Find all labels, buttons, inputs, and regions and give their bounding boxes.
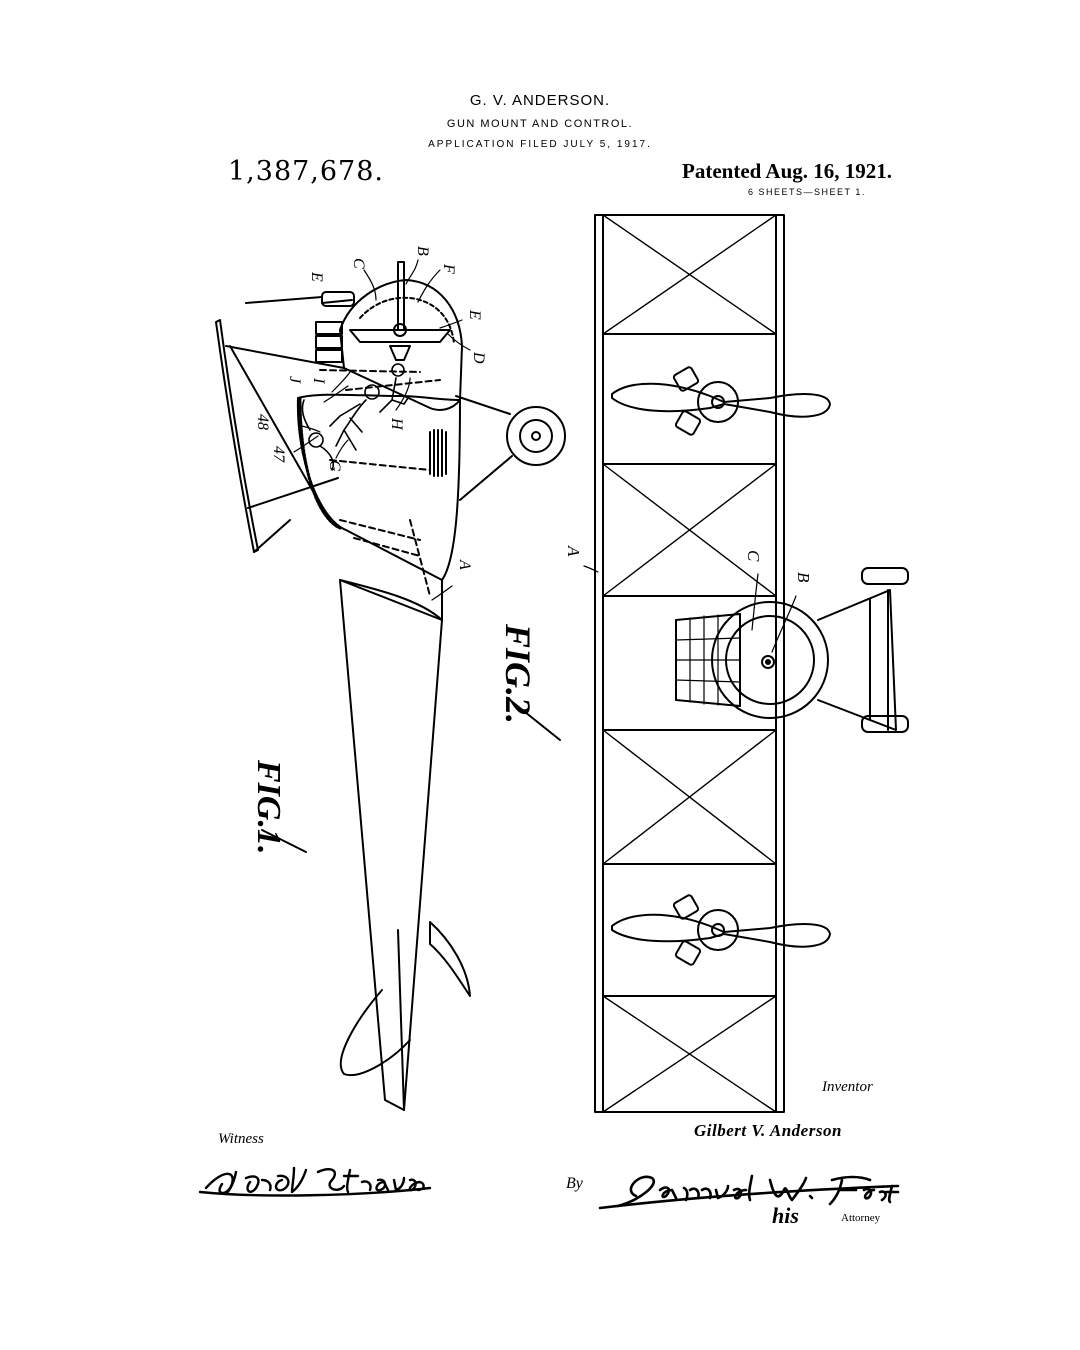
ref-h: H — [388, 417, 405, 431]
fig1-cockpit-body — [296, 393, 461, 581]
fig2-spinner-top — [711, 395, 725, 409]
fig1-cockpit-rim — [298, 396, 342, 530]
fig2-wheel-bottom — [861, 715, 909, 733]
ref-d: D — [470, 351, 487, 364]
ref2-a: A — [564, 545, 583, 557]
inventor-label: Inventor — [822, 1079, 873, 1095]
fig1-gun-yoke — [389, 345, 411, 361]
fig2-cylinder — [674, 940, 702, 966]
inventor-name: Gilbert V. Anderson — [694, 1121, 842, 1140]
fig2-hub-top — [697, 381, 739, 423]
ref-c: C — [350, 258, 367, 269]
fig1-struts — [225, 345, 345, 553]
fig2-gun-center — [761, 655, 775, 669]
fig1-hidden-lines — [319, 369, 441, 597]
fig1-fuselage-joint — [339, 579, 443, 621]
fig1-engine-cylinder — [315, 321, 343, 335]
fig2-engine-top — [611, 366, 831, 436]
fig2-gun-muzzle — [765, 659, 771, 665]
ref-f: F — [440, 263, 457, 274]
witness-signature — [198, 1166, 432, 1197]
ref-b: B — [414, 246, 431, 256]
ref-j: J — [286, 376, 303, 384]
fig1-engine-cylinder — [315, 349, 343, 363]
fig1-nose-inner — [359, 296, 455, 345]
fig2-engine-cowl — [711, 601, 829, 719]
fig1-tail-plane — [339, 989, 411, 1077]
fig2-hub-bottom — [697, 909, 739, 951]
fig1-wheel — [506, 406, 566, 466]
fig1-gun-pivot — [393, 323, 407, 337]
fig1-aircraft-side-view — [215, 259, 566, 1111]
patent-number: 1,387,678. — [228, 156, 384, 187]
sheet-count: 6 SHEETS—SHEET 1. — [748, 187, 866, 197]
his-label: his — [772, 1203, 799, 1228]
fig2-propeller-top — [611, 382, 831, 418]
fig2-label-underline — [509, 699, 561, 741]
fig1-label-underline — [261, 829, 307, 853]
fig2-wheel-top — [861, 567, 909, 585]
fig2-engine-ring — [725, 615, 815, 705]
fig1-wheel-hub — [519, 419, 553, 453]
ref-i: I — [310, 377, 327, 384]
fig2-bracing-wires — [602, 214, 777, 1113]
fig1-louvers — [429, 429, 447, 477]
fig1-fuselage — [339, 579, 443, 1111]
fig1-propeller — [245, 296, 353, 304]
ref-g: G — [326, 460, 343, 472]
fig2-engine-bottom — [611, 894, 831, 966]
fig1-label: FIG.1. — [250, 759, 307, 854]
fig1-gear-struts — [455, 395, 513, 501]
ref2-c: C — [744, 550, 763, 562]
fig2-label-text: FIG.2. — [498, 623, 538, 724]
by-label: By — [566, 1175, 583, 1192]
fig1-tail-fin — [215, 319, 259, 553]
ref-e-top: E — [308, 271, 325, 282]
patent-subtitle: GUN MOUNT AND CONTROL. — [446, 118, 634, 130]
fig2-reference-letters: C B A — [564, 545, 813, 583]
ref-e: E — [466, 309, 483, 320]
ref-a: A — [456, 559, 473, 570]
fig2-landing-gear — [817, 589, 897, 731]
fig2-upper-wing-edge — [775, 214, 785, 1113]
fig1-propeller-hub — [321, 291, 355, 307]
fig2-propeller-bottom — [611, 913, 831, 948]
fig1-nose-cowl — [339, 279, 463, 411]
fig1-leader-lines — [293, 259, 471, 601]
patent-title: G. V. ANDERSON. — [469, 92, 611, 109]
fig1-gun-mount — [349, 261, 451, 343]
ref-48: 48 — [254, 414, 271, 430]
fig2-label: FIG.2. — [498, 623, 561, 741]
fig2-wing-ribs — [602, 214, 777, 1113]
fig2-cylinder — [674, 410, 702, 436]
fig2-spinner-bottom — [711, 923, 725, 937]
fig2-lower-wing-edge — [594, 214, 604, 1113]
fig1-wheel-axle — [531, 431, 541, 441]
ref2-b: B — [794, 572, 813, 583]
patented-date: Patented Aug. 16, 1921. — [682, 159, 892, 183]
fig1-tail-post — [397, 929, 405, 1111]
fig1-skid — [429, 921, 471, 997]
fig2-cockpit-grid — [675, 614, 741, 706]
fig2-cylinder — [672, 894, 700, 920]
fig2-cockpit-frame — [675, 613, 741, 707]
fig2-cylinder — [672, 366, 700, 392]
fig1-engine-cylinder — [315, 335, 343, 349]
fig1-reference-letters: E C B F E D I J H G 48 47 A — [254, 246, 487, 570]
witness-label: Witness — [218, 1131, 264, 1147]
fig2-aircraft-front-view — [583, 214, 909, 1113]
attorney-signature — [598, 1174, 900, 1210]
application-filed-date: APPLICATION FILED JULY 5, 1917. — [428, 139, 652, 150]
ref-47: 47 — [270, 446, 287, 463]
attorney-label: Attorney — [841, 1212, 881, 1224]
fig2-leader-lines — [583, 565, 797, 653]
fig1-pilot-figures — [301, 363, 409, 471]
